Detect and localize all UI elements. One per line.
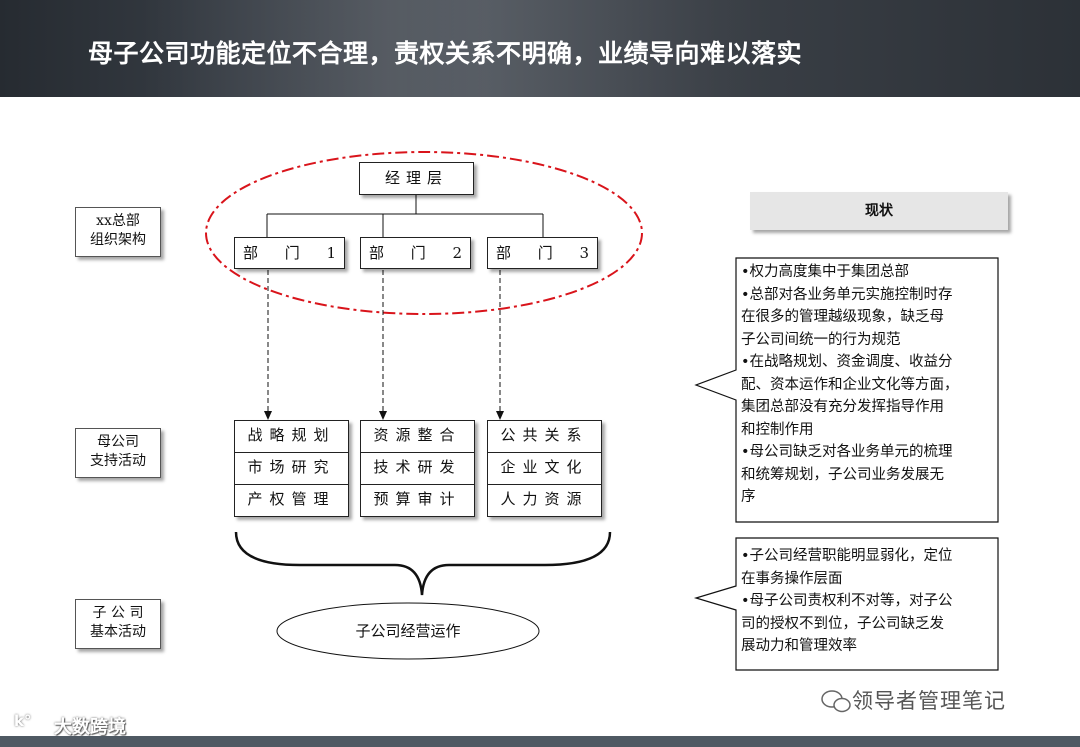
callout-line: 在很多的管理越级现象，缺乏母	[741, 306, 995, 329]
activity-group-1: 战略规划 市场研究 产权管理	[234, 420, 349, 517]
status-callout-1-text: •权力高度集中于集团总部 •总部对各业务单元实施控制时存 在很多的管理越级现象，…	[741, 261, 995, 509]
subsidiary-operation-label: 子公司经营运作	[277, 603, 539, 660]
department-2-char-2: 门	[411, 238, 426, 268]
label-parent-support-line1: 母公司	[76, 433, 160, 452]
callout-line: 序	[741, 486, 995, 509]
callout-line: •子公司经营职能明显弱化，定位	[741, 545, 995, 568]
activity-item: 产权管理	[235, 485, 348, 516]
department-3-char-1: 部	[496, 238, 511, 268]
department-1-char-2: 门	[285, 238, 300, 268]
department-box-1: 部 门 1	[234, 237, 345, 269]
callout-line: 在事务操作层面	[741, 568, 995, 591]
activity-item: 公共关系	[488, 421, 601, 453]
label-hq-org-line1: xx总部	[76, 212, 160, 231]
callout-line: 集团总部没有充分发挥指导作用	[741, 396, 995, 419]
department-box-2: 部 门 2	[360, 237, 471, 269]
activity-item: 人力资源	[488, 485, 601, 516]
label-sub-basic: 子 公 司 基本活动	[75, 599, 161, 649]
label-sub-basic-line2: 基本活动	[76, 623, 160, 642]
logo-mark-icon: k°	[14, 712, 48, 734]
curly-brace	[236, 532, 610, 595]
status-header: 现状	[750, 192, 1008, 230]
status-callout-2-text: •子公司经营职能明显弱化，定位 在事务操作层面 •母子公司责权利不对等，对子公 …	[741, 545, 995, 658]
activity-item: 市场研究	[235, 453, 348, 485]
activity-item: 技术研发	[361, 453, 474, 485]
department-3-char-3: 3	[579, 238, 589, 268]
label-parent-support-line2: 支持活动	[76, 452, 160, 471]
callout-line: 子公司间统一的行为规范	[741, 329, 995, 352]
activity-group-2: 资源整合 技术研发 预算审计	[360, 420, 475, 517]
callout-line: •母公司缺乏对各业务单元的梳理	[741, 441, 995, 464]
department-box-3: 部 门 3	[487, 237, 598, 269]
activity-group-3: 公共关系 企业文化 人力资源	[487, 420, 602, 517]
callout-line: 和统筹规划，子公司业务发展无	[741, 464, 995, 487]
activity-item: 战略规划	[235, 421, 348, 453]
label-parent-support: 母公司 支持活动	[75, 428, 161, 478]
label-sub-basic-line1: 子 公 司	[76, 604, 160, 623]
department-1-char-3: 1	[326, 238, 336, 268]
activity-item: 资源整合	[361, 421, 474, 453]
department-2-char-3: 2	[452, 238, 462, 268]
callout-line: 司的授权不到位，子公司缺乏发	[741, 613, 995, 636]
activity-item: 预算审计	[361, 485, 474, 516]
callout-line: 配、资本运作和企业文化等方面，	[741, 374, 995, 397]
wechat-icon	[822, 691, 850, 712]
callout-line: •母子公司责权利不对等，对子公	[741, 590, 995, 613]
watermark-right: 领导者管理笔记	[852, 685, 1006, 715]
footer-bar	[0, 736, 1080, 747]
manager-box: 经理层	[359, 162, 474, 195]
callout-line: 展动力和管理效率	[741, 635, 995, 658]
callout-line: 和控制作用	[741, 419, 995, 442]
callout-line: •在战略规划、资金调度、收益分	[741, 351, 995, 374]
department-3-char-2: 门	[538, 238, 553, 268]
label-hq-org: xx总部 组织架构	[75, 207, 161, 257]
activity-item: 企业文化	[488, 453, 601, 485]
label-hq-org-line2: 组织架构	[76, 231, 160, 250]
callout-line: •权力高度集中于集团总部	[741, 261, 995, 284]
callout-line: •总部对各业务单元实施控制时存	[741, 284, 995, 307]
department-2-char-1: 部	[369, 238, 384, 268]
department-1-char-1: 部	[243, 238, 258, 268]
